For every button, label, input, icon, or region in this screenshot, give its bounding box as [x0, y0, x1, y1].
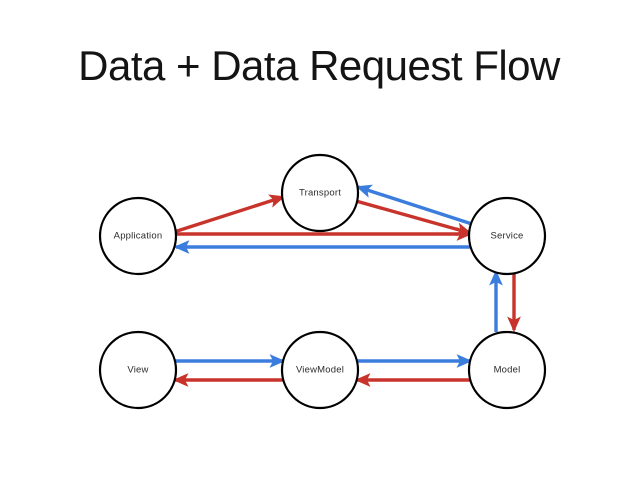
node-viewmodel[interactable]: ViewModel — [280, 330, 360, 410]
node-layer: Application Transport Service View ViewM… — [98, 153, 547, 410]
node-model-label: Model — [494, 365, 521, 376]
node-view[interactable]: View — [98, 330, 178, 410]
edge-application-to-transport — [173, 194, 286, 234]
node-model[interactable]: Model — [467, 330, 547, 410]
slide-title: Data + Data Request Flow — [78, 42, 560, 89]
node-application-label: Application — [114, 231, 163, 242]
node-view-label: View — [127, 365, 148, 376]
node-transport[interactable]: Transport — [280, 153, 360, 233]
node-service[interactable]: Service — [467, 196, 547, 276]
node-viewmodel-label: ViewModel — [296, 365, 344, 376]
node-transport-label: Transport — [299, 188, 341, 199]
edge-transport-to-service — [355, 199, 473, 236]
flow-diagram: Application Transport Service View ViewM… — [98, 153, 547, 410]
edge-layer — [172, 184, 521, 387]
node-service-label: Service — [490, 231, 523, 242]
node-application[interactable]: Application — [98, 196, 178, 276]
edge-service-to-transport — [355, 184, 473, 226]
